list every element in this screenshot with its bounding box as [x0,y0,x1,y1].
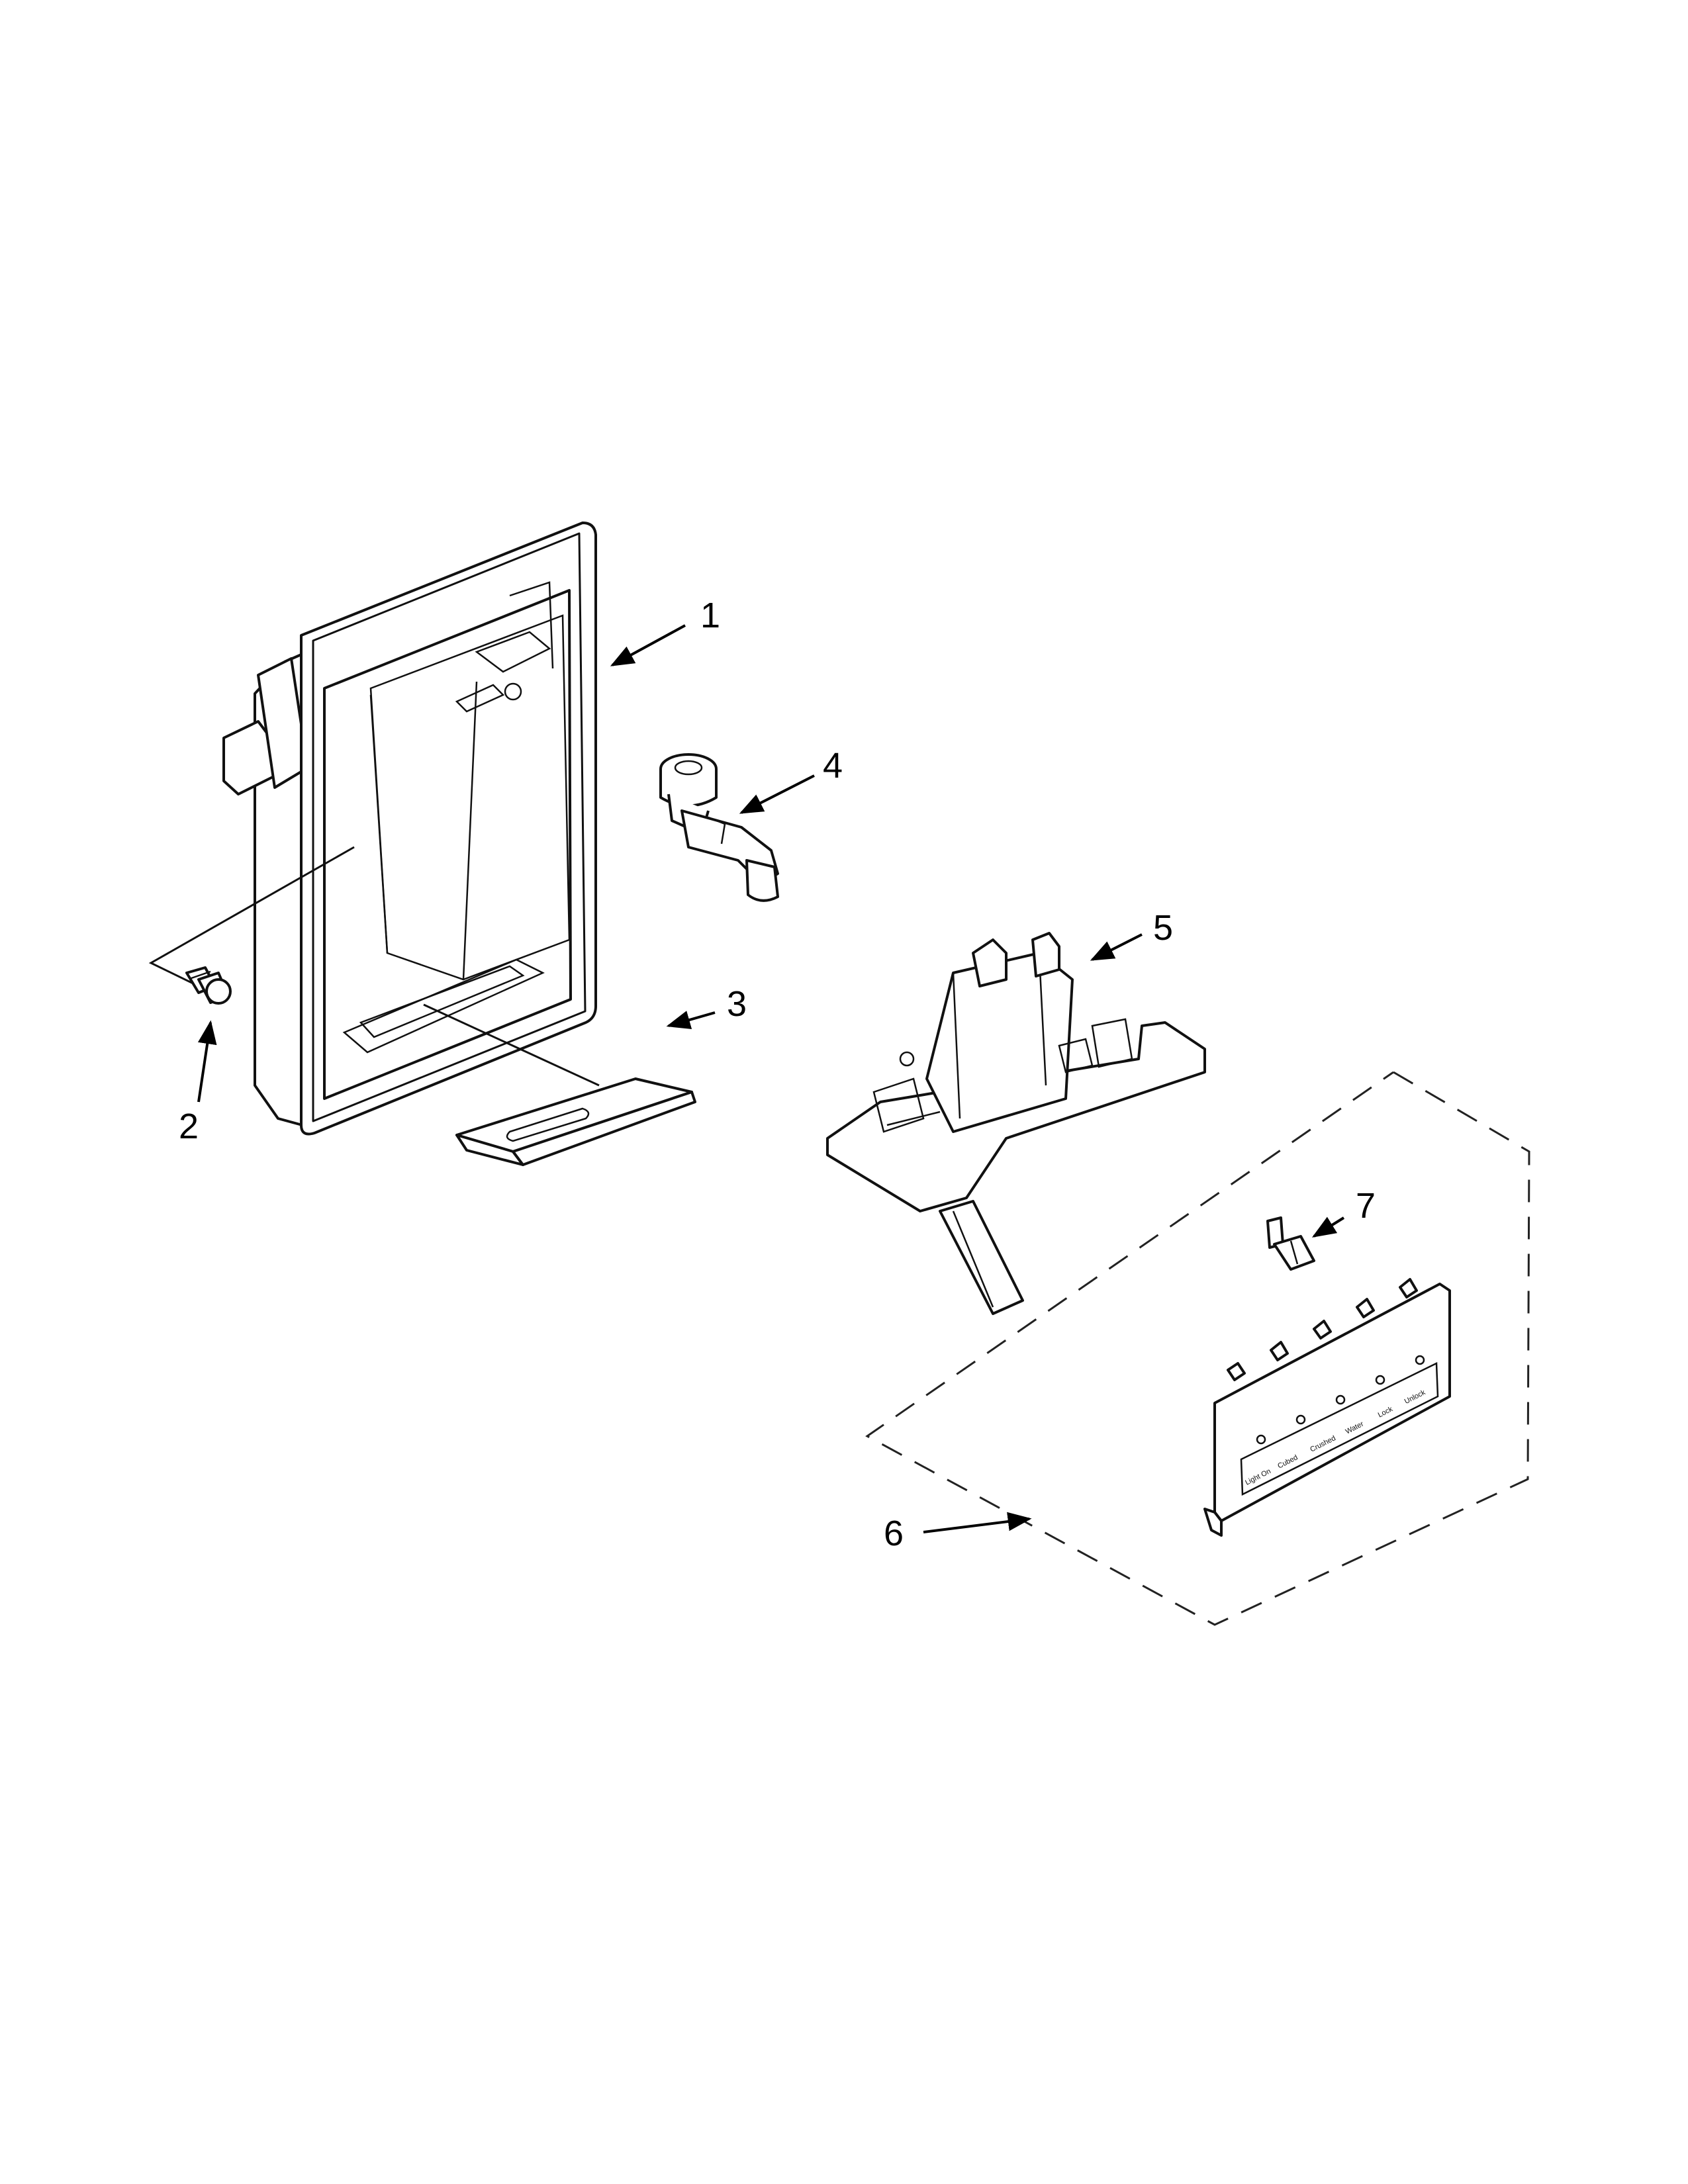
part-5-actuator-assembly [826,932,1206,1315]
part-4-water-tube [659,753,779,902]
leader-arrow-4 [739,774,815,814]
assembly-lines [148,846,600,1087]
callout-1: 1 [700,596,720,635]
leader-arrows [197,624,1345,1533]
part-6-kit-outline [865,1071,1530,1626]
callout-4: 4 [823,746,843,786]
callout-7: 7 [1356,1186,1376,1226]
callout-3: 3 [727,984,747,1024]
leader-arrow-5 [1090,933,1143,961]
callout-2: 2 [179,1107,199,1146]
part-3-drip-tray [455,1077,696,1166]
leader-arrow-1 [610,624,686,666]
callout-labels: 1 2 3 4 5 6 7 [179,596,1376,1553]
part-7-connector [1266,1216,1315,1271]
callout-6: 6 [884,1514,904,1553]
callout-5: 5 [1153,908,1173,948]
leader-arrow-7 [1311,1216,1345,1238]
part-6-control-panel: Light On Cubed Crushed Water Lock Unlock [1203,1278,1451,1537]
part-2-screw [185,966,232,1005]
part-1-dispenser-housing [222,522,597,1136]
leader-arrow-6 [923,1512,1032,1533]
leader-arrow-3 [666,1011,716,1029]
leader-arrow-2 [197,1020,217,1103]
